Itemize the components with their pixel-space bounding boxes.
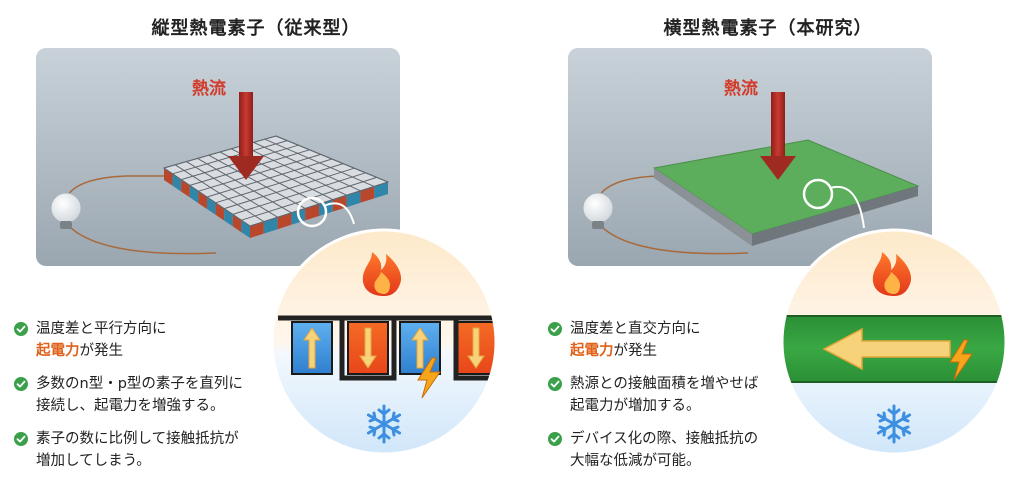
bullet-item: 多数のn型・p型の素子を直列に接続し、起電力を増強する。 <box>14 373 276 417</box>
bullet-text: が発生 <box>613 343 658 359</box>
check-icon <box>14 377 28 391</box>
flame-icon <box>362 252 402 296</box>
bullet-text: が発生 <box>79 343 124 359</box>
bullet-item: 温度差と直交方向に起電力が発生 <box>548 318 810 362</box>
module-element-face <box>360 186 375 203</box>
lateral-device-title: 横型熱電素子（本研究） <box>663 18 873 39</box>
heat-flow-arrow-icon <box>228 92 264 180</box>
module-grid-line <box>275 135 389 183</box>
bullet-item: 温度差と平行方向に起電力が発生 <box>14 318 276 362</box>
bullet-text: 熱源との接触面積を増やせば <box>570 376 759 392</box>
module-grid-line <box>224 167 355 210</box>
check-icon <box>548 377 562 391</box>
vertical-device-panel: 縦型熱電素子（従来型） 熱流 <box>14 18 498 483</box>
carrier-flow-arrow-icon <box>303 327 321 369</box>
bullet-item: 素子の数に比例して接触抵抗が増加してしまう。 <box>14 428 276 472</box>
carrier-flow-arrow-icon <box>467 327 485 369</box>
module-element-face <box>277 212 292 230</box>
module-grid-line <box>232 172 366 215</box>
bullet-text: 大幅な低減が可能。 <box>570 453 701 469</box>
bullet-text: 起電力が増加する。 <box>570 398 701 414</box>
electromotive-force-arrow-icon <box>822 327 951 371</box>
check-icon <box>14 322 28 336</box>
bullet-item: デバイス化の際、接触抵抗の大幅な低減が可能。 <box>548 428 810 472</box>
carrier-flow-arrow-icon <box>411 327 429 369</box>
lightning-icon <box>417 357 441 399</box>
light-bulb-icon <box>582 192 614 229</box>
lateral-device-zoom <box>780 228 1008 456</box>
module-grid-line <box>242 145 347 196</box>
vertical-device-scene: 熱流 <box>36 48 400 266</box>
bullet-text: デバイス化の際、接触抵抗の <box>570 431 759 447</box>
bullet-text: 温度差と平行方向に <box>36 321 167 337</box>
bullet-item: 熱源との接触面積を増やせば起電力が増加する。 <box>548 373 810 417</box>
lightning-icon <box>949 339 973 381</box>
bullet-text: 温度差と直交方向に <box>570 321 701 337</box>
module-element-face <box>250 221 264 238</box>
vertical-device-title: 縦型熱電素子（従来型） <box>151 18 361 39</box>
bullet-text: 多数のn型・p型の素子を直列に <box>36 376 243 392</box>
heat-flow-label: 熱流 <box>724 78 758 99</box>
heat-flow-arrow-icon <box>760 92 796 180</box>
module-grid-line <box>249 181 389 227</box>
check-icon <box>548 432 562 446</box>
flame-icon <box>872 252 912 296</box>
vertical-device-zoom <box>270 228 498 456</box>
lateral-device-scene: 熱流 <box>568 48 932 266</box>
check-icon <box>548 322 562 336</box>
lateral-device-panel: 横型熱電素子（本研究） 熱流 <box>512 0 1024 500</box>
snowflake-icon <box>366 404 402 444</box>
carrier-flow-arrow-icon <box>359 327 377 369</box>
module-grid-line <box>264 138 375 187</box>
bullet-text: 接続し、起電力を増強する。 <box>36 398 225 414</box>
module-grid-line <box>215 163 344 204</box>
module-element-face <box>374 182 388 199</box>
highlight-text: 起電力 <box>36 343 80 359</box>
module-element-face <box>263 217 278 234</box>
heat-flow-label: 熱流 <box>192 78 226 99</box>
module-grid-line <box>206 158 333 198</box>
vertical-device-bullet-list: 温度差と平行方向に起電力が発生多数のn型・p型の素子を直列に接続し、起電力を増強… <box>14 318 276 483</box>
bullet-text: 増加してしまう。 <box>36 453 151 469</box>
snowflake-icon <box>876 404 912 444</box>
light-bulb-icon <box>50 192 82 229</box>
highlight-text: 起電力 <box>570 343 614 359</box>
lateral-device-bullet-list: 温度差と直交方向に起電力が発生熱源との接触面積を増やせば起電力が増加する。デバイ… <box>548 318 810 483</box>
check-icon <box>14 432 28 446</box>
bullet-text: 素子の数に比例して接触抵抗が <box>36 431 239 447</box>
module-element-face <box>305 204 319 221</box>
module-element-face <box>346 190 361 208</box>
module-grid-line <box>253 141 361 192</box>
